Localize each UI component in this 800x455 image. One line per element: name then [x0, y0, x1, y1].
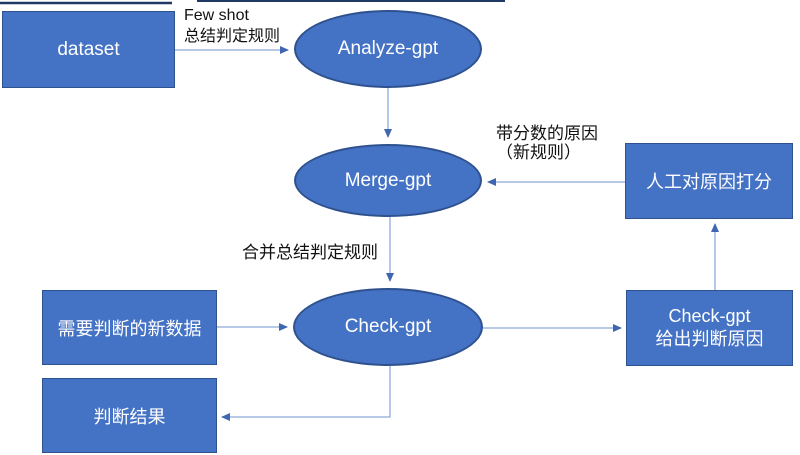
node-dataset-label: dataset: [57, 38, 120, 60]
node-merge-gpt-label: Merge-gpt: [344, 169, 432, 191]
node-check-gpt-output-reason: Check-gpt 给出判断原因: [626, 290, 793, 366]
node-new-data-to-judge: 需要判断的新数据: [42, 290, 217, 365]
node-check-gpt-label: Check-gpt: [344, 316, 432, 337]
node-merge-gpt: Merge-gpt: [294, 144, 482, 217]
node-analyze-gpt: Analyze-gpt: [294, 10, 482, 88]
node-judge-result-label: 判断结果: [93, 406, 166, 427]
node-analyze-gpt-label: Analyze-gpt: [337, 38, 439, 59]
node-check-gpt-output-reason-label: Check-gpt 给出判断原因: [655, 306, 764, 349]
node-human-score-reason-label: 人工对原因打分: [646, 172, 772, 192]
node-human-score-reason: 人工对原因打分: [625, 143, 793, 219]
node-check-gpt: Check-gpt: [293, 288, 483, 366]
edge-label-scored-reason-new-rules: 带分数的原因 （新规则）: [496, 124, 598, 162]
edge-label-merged-rules: 合并总结判定规则: [242, 243, 378, 262]
node-judge-result: 判断结果: [42, 378, 217, 453]
edge-label-few-shot-rules: Few shot 总结判定规则: [184, 7, 281, 45]
node-dataset: dataset: [2, 11, 175, 88]
node-new-data-to-judge-label: 需要判断的新数据: [57, 318, 202, 339]
arrow-check-to-result: [221, 366, 391, 421]
